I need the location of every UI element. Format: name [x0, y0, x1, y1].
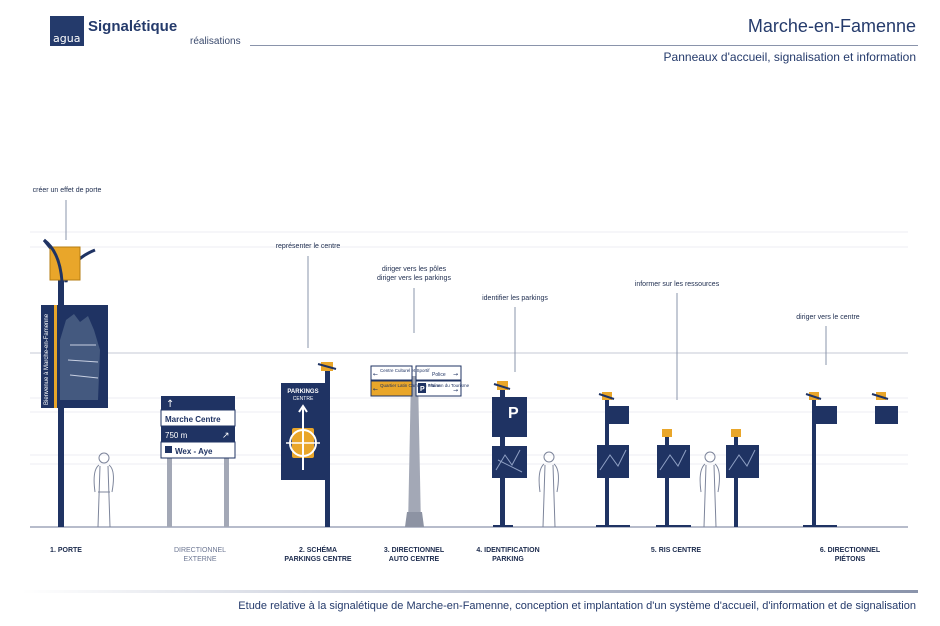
externe-row2-text: 750 m — [165, 431, 188, 440]
externe-row3-text: Wex - Aye — [175, 447, 213, 456]
svg-text:P: P — [420, 386, 425, 393]
annotation-parkings: diriger vers les parkings — [377, 275, 451, 282]
annotation-pietons: diriger vers le centre — [796, 314, 860, 321]
caption-externe-2: EXTERNE — [183, 556, 217, 563]
caption-porte: 1. PORTE — [50, 547, 82, 554]
caption-schema-2: PARKINGS CENTRE — [284, 556, 352, 563]
person-silhouette — [699, 451, 720, 528]
svg-text:→: → — [453, 371, 458, 378]
page-title: Marche-en-Famenne — [747, 16, 916, 36]
caption-externe-1: DIRECTIONNEL — [173, 547, 227, 554]
page-subtitle: Panneaux d'accueil, signalisation et inf… — [663, 50, 916, 64]
caption-pietons-2: PIÉTONS — [834, 556, 866, 563]
externe-row1-text: Marche Centre — [165, 415, 221, 424]
caption-ris: 5. RIS CENTRE — [650, 547, 702, 554]
annotation-centre: représenter le centre — [275, 243, 341, 250]
brand-title: Signalétique — [88, 18, 178, 35]
header-rule — [250, 45, 918, 46]
schema-title: PARKINGS — [287, 389, 318, 395]
caption-auto-2: AUTO CENTRE — [388, 556, 440, 563]
caption-auto-1: 3. DIRECTIONNEL — [383, 547, 445, 554]
externe-row2-arrow: ↗ — [222, 431, 230, 441]
schema-subtitle: CENTRE — [293, 396, 314, 402]
sign-schema-parkings: PARKINGS CENTRE — [281, 362, 337, 527]
annotation-ressources: informer sur les ressources — [634, 281, 720, 288]
brand-subtitle: réalisations — [190, 36, 241, 47]
logo-text: agua — [53, 32, 81, 45]
auto-left-row1: Centre Culturel et Sportif — [380, 368, 430, 373]
svg-text:←: ← — [373, 386, 378, 393]
caption-ident-1: 4. IDENTIFICATION — [476, 547, 540, 554]
sign-ris-centre — [596, 392, 759, 527]
parking-letter: P — [508, 405, 519, 422]
auto-left-row2: Quartier Latin Camping Plaine — [380, 383, 441, 388]
sign-identification-parking: P — [492, 381, 527, 527]
caption-schema-1: 2. SCHÉMA — [298, 547, 338, 554]
leader-lines — [65, 200, 827, 400]
person-silhouette — [538, 451, 559, 528]
footer-text: Etude relative à la signalétique de Marc… — [238, 600, 916, 612]
annotation-identifier: identifier les parkings — [482, 295, 548, 302]
person-silhouette — [93, 452, 114, 528]
externe-up-arrow: ↑ — [166, 399, 174, 410]
sign-directionnel-pietons — [803, 392, 898, 527]
annotation-porte: créer un effet de porte — [32, 187, 102, 194]
agua-logo — [50, 16, 84, 46]
porte-banner-text: Bienvenue à Marche-en-Famenne — [44, 313, 50, 405]
annotation-poles: diriger vers les pôles — [381, 266, 447, 273]
sign-directionnel-auto: ← Centre Culturel et Sportif ← Quartier … — [370, 365, 470, 527]
sign-porte: Bienvenue à Marche-en-Famenne — [41, 238, 108, 527]
svg-text:←: ← — [373, 371, 378, 378]
svg-text:→: → — [453, 387, 458, 394]
caption-ident-2: PARKING — [492, 556, 524, 563]
auto-right-row2: Maison du Tourisme — [429, 383, 470, 388]
footer-rule — [22, 590, 918, 593]
auto-right-row1: Police — [432, 372, 446, 378]
sign-directionnel-externe: ↑ Marche Centre 750 m ↗ Wex - Aye — [160, 396, 236, 527]
caption-pietons-1: 6. DIRECTIONNEL — [819, 547, 881, 554]
